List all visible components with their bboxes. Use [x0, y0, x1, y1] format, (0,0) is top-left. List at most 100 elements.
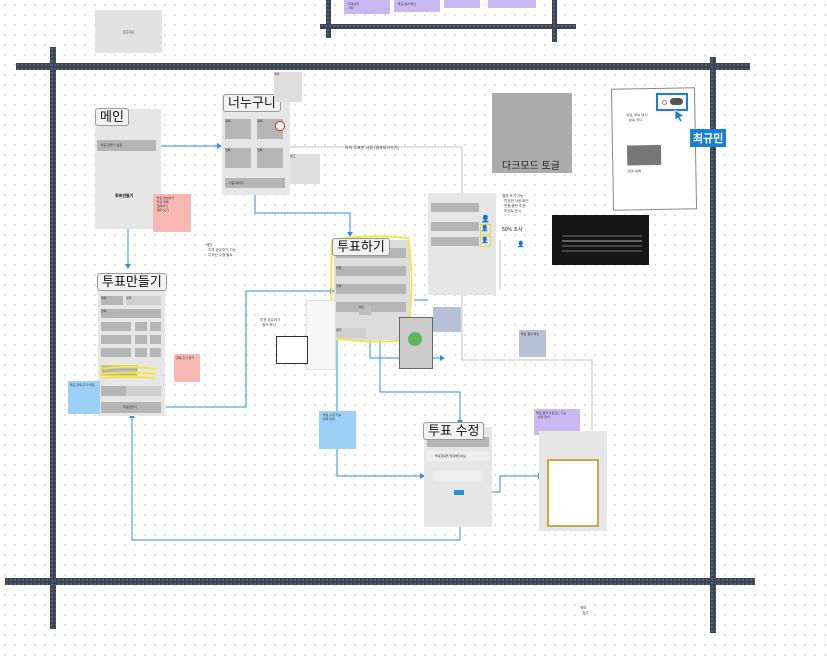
create-row-5b[interactable] [135, 348, 147, 357]
alert-icon [275, 121, 285, 131]
sketch-text-2: 댓글 목록 [627, 169, 642, 174]
main-frame-title: 메인 [95, 108, 129, 126]
create-row-3a[interactable] [101, 322, 131, 331]
share-box-4[interactable]: 항목 [257, 148, 283, 168]
vote-option-3[interactable]: 항목 [336, 284, 406, 294]
dark-row-1 [562, 235, 642, 237]
slate-sticky-1[interactable] [433, 307, 461, 332]
cursor-icon [674, 109, 685, 123]
create-row-4a[interactable] [101, 335, 131, 344]
share-side-card-2[interactable]: 참고 [290, 154, 320, 184]
result-user-icon-2: 👤 [480, 224, 491, 235]
create-frame-title: 투표만들기 [97, 273, 167, 291]
edit-blue-button[interactable] [454, 490, 464, 495]
create-row-4c[interactable] [150, 335, 161, 344]
create-submit-button[interactable]: 투표만들기 [101, 402, 161, 413]
dark-row-2 [562, 240, 642, 242]
top-sticky-3[interactable] [444, 0, 480, 8]
wireframe-sketch[interactable] [276, 336, 308, 364]
vote-side-box[interactable]: 확인 [359, 305, 371, 315]
toggle-highlight-box[interactable] [656, 93, 688, 111]
sketch-image [626, 144, 662, 166]
edit-row-1[interactable] [427, 437, 489, 447]
vote-bottom-button[interactable]: 결과 [336, 328, 366, 338]
result-user-icon-3: 👤 [480, 236, 491, 247]
create-note-sticky[interactable]: 항목 추가 불가 [174, 354, 200, 382]
top-frame-left-post [326, 0, 331, 38]
result-row-3[interactable] [431, 237, 479, 246]
slate-sticky-2[interactable]: 투표 결과 확인 [519, 330, 546, 357]
grid-right-post [710, 57, 716, 633]
main-note-text: 메인· 투표 공유하기 기능· 디자인 수정 필요 [206, 243, 236, 257]
share-side-card-1[interactable]: 결과 [274, 72, 302, 102]
reference-card-text: 참고자료 [123, 30, 135, 34]
result-far-user-icon: 👤 [517, 242, 525, 248]
sketch-text-1: 투표 제목 예시· 항목 하나 [626, 113, 648, 123]
share-box-3[interactable]: 항목 [225, 148, 251, 168]
dark-mode-title: 다크모드 토글 [502, 161, 560, 172]
certificate-image [547, 459, 599, 527]
create-row-3b[interactable] [135, 322, 147, 331]
create-frame: 제목 입력 항목 투표만들기 [98, 282, 165, 416]
top-sticky-2[interactable]: · 투표 결과 확인 [394, 0, 440, 12]
create-row-7b[interactable] [126, 386, 161, 396]
vote-option-4[interactable] [336, 302, 406, 312]
ui-reference-list[interactable] [306, 300, 336, 370]
certificate-frame [539, 431, 607, 531]
edit-frame: 투표항목을 입력해주세요 [424, 427, 492, 527]
result-frame: 👤 👤 👤 [428, 193, 496, 295]
result-row-2[interactable] [431, 222, 479, 231]
vote-option-2[interactable]: 항목 [336, 266, 406, 276]
main-setup-button[interactable]: 투표 만들기 설정 [97, 140, 156, 151]
create-row-2[interactable]: 항목 [101, 309, 161, 318]
result-note-text: 결과 보기 기능· 투표한 사람 확인· 진행 중인 투표· 퍼센트 표시 [502, 194, 529, 213]
dark-mode-card[interactable]: 다크모드 토글 [492, 93, 572, 173]
share-next-button[interactable]: 다음 페이지 [225, 178, 285, 188]
vote-frame-title: 투표하기 [332, 238, 390, 256]
create-row-5a[interactable] [101, 348, 131, 357]
main-create-label: 투표만들기 [115, 193, 134, 198]
create-row-6[interactable] [101, 365, 138, 376]
create-row-1b[interactable]: 입력 [126, 296, 161, 305]
blue-sticky-center[interactable]: · 투표 수정 기능· 항목 변경 [319, 411, 356, 449]
create-blue-sticky[interactable]: 투표 항목 추가 버튼 [68, 381, 100, 414]
toggle-switch[interactable] [670, 98, 683, 105]
grid-left-post [50, 47, 56, 629]
edit-field[interactable]: 투표항목을 입력해주세요 [427, 451, 489, 461]
create-submit-label: 투표만들기 [123, 405, 137, 409]
dark-row-3 [562, 245, 642, 247]
main-setup-button-label: 투표 만들기 설정 [101, 143, 122, 147]
create-row-3c[interactable] [150, 322, 161, 331]
dark-screenshot[interactable] [552, 215, 649, 265]
create-row-5c[interactable] [150, 348, 161, 357]
top-sticky-4[interactable] [488, 0, 536, 8]
footer-note: 메모· 참고 [580, 606, 589, 615]
result-percent: 50% 조사 [502, 227, 523, 233]
edit-frame-title: 투표 수정 [423, 422, 485, 440]
phone-screenshot[interactable] [399, 317, 433, 369]
result-user-icon-1: 👤 [481, 216, 490, 223]
phone-circle [408, 332, 422, 346]
main-note-sticky[interactable]: · 투표 생성하기· 투표 목록· 참여하기· 결과 보기 [153, 194, 191, 232]
wireframe-note: 투표 공유하기· 링크 복사 [260, 318, 281, 327]
main-frame: 투표 만들기 설정 투표만들기 [95, 109, 161, 229]
dark-row-4 [562, 250, 642, 252]
result-row-1[interactable] [431, 203, 479, 212]
reference-card[interactable]: 참고자료 [95, 10, 162, 53]
top-frame-right-post [552, 0, 557, 42]
lav-sticky-right[interactable]: 투표 결과 다운로드 기능· 상장 형식 [534, 409, 580, 435]
highlight-scribble-create [99, 366, 157, 379]
create-row-4b[interactable] [135, 335, 147, 344]
create-row-1[interactable]: 제목 [101, 296, 123, 305]
share-frame-title: 너누구니 [223, 94, 281, 112]
toggle-off-dot [662, 100, 667, 105]
grid-bottom-rail [5, 578, 755, 585]
share-box-1[interactable]: 항목 [225, 119, 251, 139]
top-frame-bottom-rail [320, 24, 576, 29]
top-sticky-1[interactable]: · 주제선택· 기타 [344, 0, 390, 14]
edit-row-2[interactable] [434, 471, 482, 481]
share-next-label: 다음 페이지 [229, 181, 244, 185]
grid-top-rail [16, 63, 750, 70]
create-row-7a[interactable] [101, 386, 126, 396]
edit-field-label: 투표항목을 입력해주세요 [435, 454, 467, 458]
